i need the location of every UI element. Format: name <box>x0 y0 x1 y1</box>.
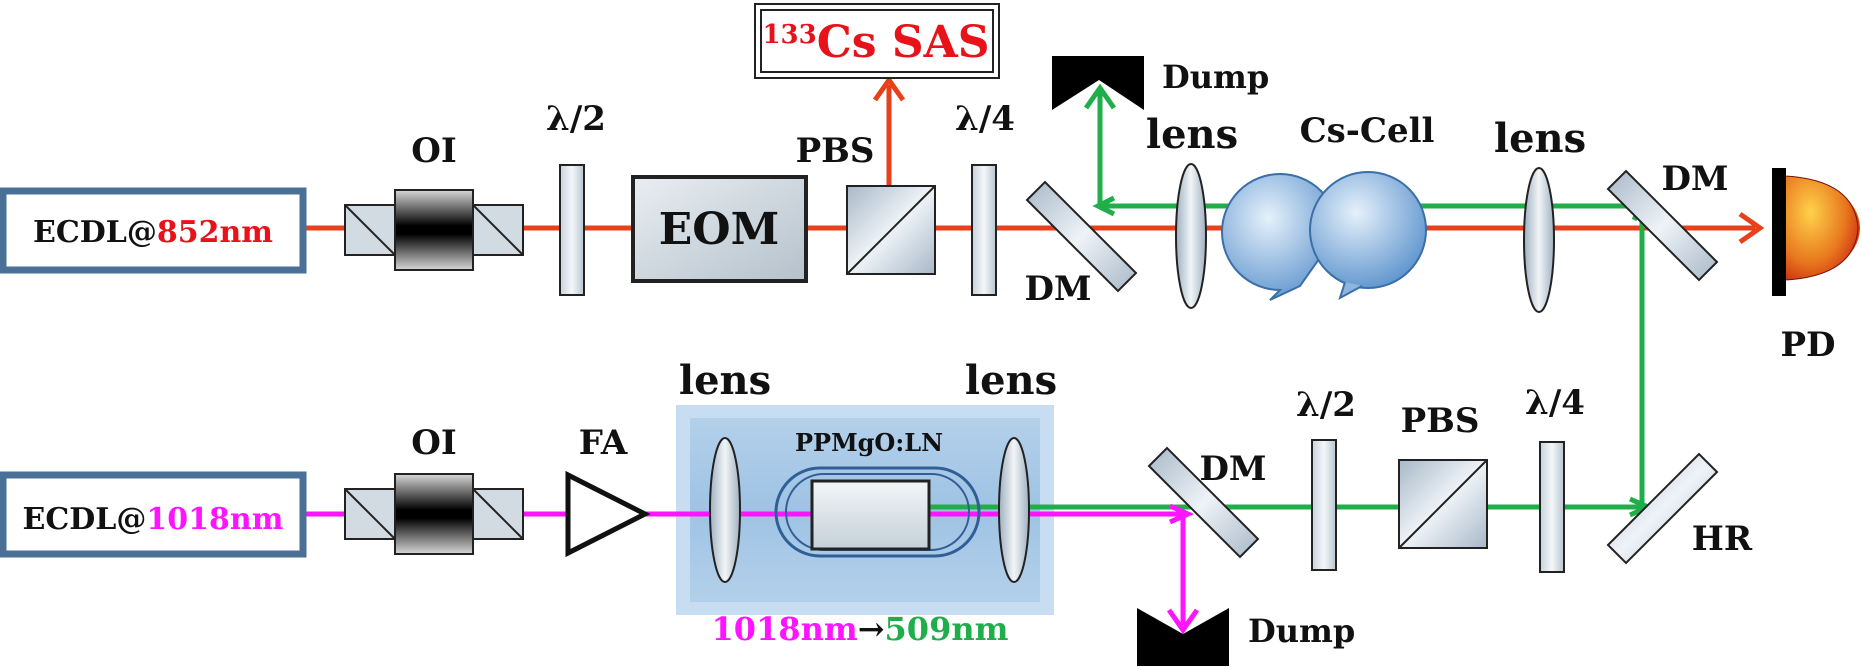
laser-1018-prefix: ECDL@ <box>23 502 147 537</box>
lens-bottom-right-label: lens <box>965 357 1057 404</box>
dm-top-right-label: DM <box>1661 159 1728 199</box>
lens-top-right <box>1523 167 1555 313</box>
pbs-bottom <box>1398 459 1488 549</box>
beam-dump-top <box>1052 56 1144 110</box>
lens-top-right-label: lens <box>1494 115 1586 162</box>
lens-top-left <box>1175 163 1207 309</box>
dichroic-mirror-top-right <box>1606 169 1719 282</box>
dump-top-label: Dump <box>1162 58 1269 96</box>
optical-isolator-bottom <box>344 473 524 555</box>
oi-top-label: OI <box>411 131 457 171</box>
dm-top-left-label: DM <box>1024 269 1091 309</box>
optical-isolator-top <box>344 189 524 271</box>
lens-bottom-left <box>709 437 741 583</box>
laser-852-wavelength: 852nm <box>157 215 273 250</box>
photodetector <box>1772 168 1860 296</box>
dichroic-mirror-top-left <box>1025 180 1138 293</box>
pbs-bottom-label: PBS <box>1401 401 1480 441</box>
sas-isotope: 133 <box>762 20 816 50</box>
cs-cell <box>1221 171 1427 301</box>
half-wave-plate-bottom <box>1311 439 1337 571</box>
eom: EOM <box>631 175 808 283</box>
conversion-label: 1018nm→509nm <box>712 610 1009 648</box>
laser-1018nm: ECDL@1018nm <box>0 471 307 558</box>
svg-text:ECDL@1018nm: ECDL@1018nm <box>23 502 284 537</box>
conv-out: 509nm <box>885 610 1009 648</box>
lens-bottom-left-label: lens <box>679 357 771 404</box>
quarter-wave-plate-bottom <box>1539 441 1565 573</box>
half-wave-top-label: λ/2 <box>546 99 606 139</box>
svg-text:133Cs SAS: 133Cs SAS <box>762 17 989 68</box>
laser-1018-wavelength: 1018nm <box>146 502 283 537</box>
quarter-wave-plate-top <box>971 164 997 296</box>
dichroic-mirror-bottom <box>1147 446 1260 559</box>
oi-bottom-label: OI <box>411 423 457 463</box>
sas-text: Cs SAS <box>817 17 990 68</box>
eom-label: EOM <box>659 204 780 255</box>
cs-sas-box: 133Cs SAS <box>754 3 1000 79</box>
cs-cell-label: Cs-Cell <box>1300 111 1435 151</box>
pbs-top-label: PBS <box>796 131 875 171</box>
dump-bottom-label: Dump <box>1248 612 1355 650</box>
lens-top-left-label: lens <box>1146 111 1238 158</box>
hr-mirror <box>1606 452 1719 565</box>
lens-bottom-right <box>998 437 1030 583</box>
crystal-label: PPMgO:LN <box>795 428 943 457</box>
laser-852nm: ECDL@852nm <box>0 187 307 274</box>
laser-852-prefix: ECDL@ <box>33 215 157 250</box>
pbs-top <box>846 185 936 275</box>
dm-bottom-label: DM <box>1199 449 1266 489</box>
quarter-wave-top-label: λ/4 <box>955 99 1015 139</box>
half-wave-plate-top <box>559 164 585 296</box>
svg-text:ECDL@852nm: ECDL@852nm <box>33 215 273 250</box>
half-wave-bottom-label: λ/2 <box>1296 385 1356 425</box>
beam-dump-bottom <box>1137 608 1229 666</box>
ppmgo-ln-crystal <box>774 466 981 558</box>
quarter-wave-bottom-label: λ/4 <box>1525 383 1585 423</box>
fiber-amplifier <box>565 470 651 558</box>
red-beam-arrowhead <box>1738 211 1765 245</box>
conv-in: 1018nm <box>712 610 858 648</box>
hr-label: HR <box>1692 519 1753 559</box>
pd-label: PD <box>1780 325 1835 365</box>
fa-label: FA <box>579 423 628 463</box>
conv-arrow: → <box>858 610 885 648</box>
